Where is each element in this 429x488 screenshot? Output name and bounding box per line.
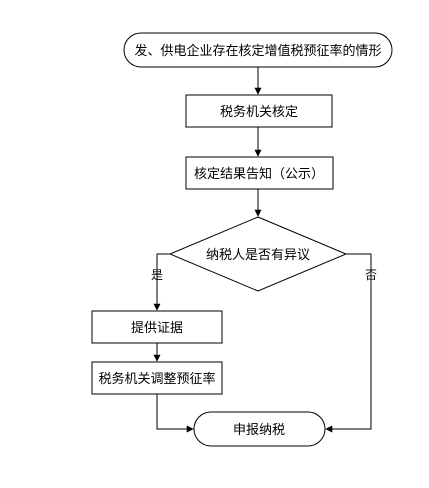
no-label: 否	[365, 268, 377, 282]
connector-adjust-to-end	[156, 394, 194, 433]
end-node: 申报纳税	[193, 411, 326, 447]
approval-node: 税务机关核定	[185, 94, 333, 128]
provide-evidence-node: 提供证据	[91, 310, 223, 344]
decision-node: 纳税人是否有异议	[168, 216, 348, 292]
end-node-label: 申报纳税	[233, 423, 285, 438]
connector-yes-branch	[153, 253, 170, 311]
decision-node-label: 纳税人是否有异议	[206, 248, 310, 263]
yes-label: 是	[151, 268, 163, 282]
start-node-label: 发、供电企业存在核定增值税预征率的情形	[134, 43, 381, 59]
notify-node: 核定结果告知（公示）	[185, 156, 334, 190]
notify-node-label: 核定结果告知（公示）	[194, 166, 324, 182]
start-node: 发、供电企业存在核定增值税预征率的情形	[123, 32, 393, 68]
adjust-rate-label: 税务机关调整预征率	[98, 371, 215, 387]
approval-node-label: 税务机关核定	[220, 104, 298, 120]
provide-evidence-label: 提供证据	[131, 320, 183, 336]
connector-no-branch	[325, 253, 372, 433]
adjust-rate-node: 税务机关调整预征率	[91, 361, 223, 395]
